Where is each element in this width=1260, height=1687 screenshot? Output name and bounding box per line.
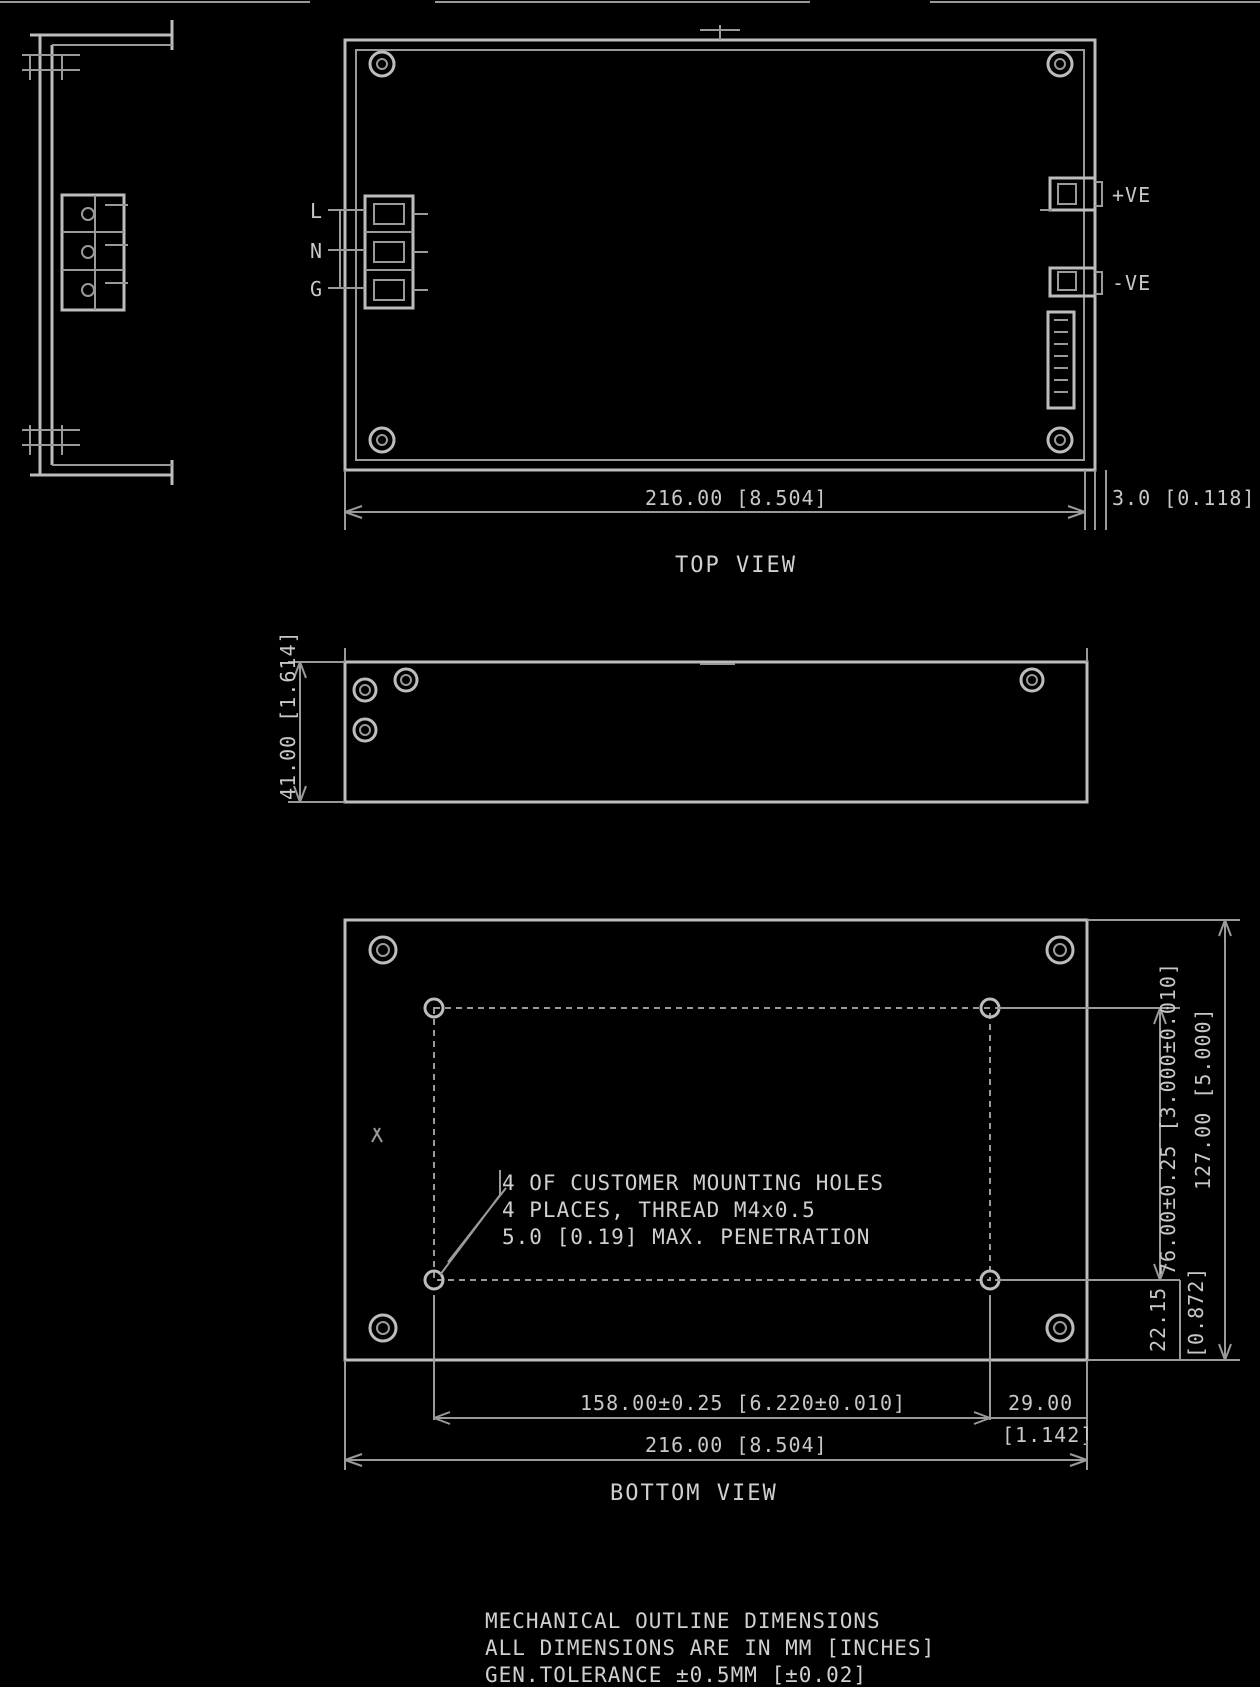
bottom-width-dimension: 216.00 [8.504] — [344, 1360, 1088, 1470]
output-label-pos: +VE — [1112, 183, 1151, 207]
top-view-holes — [368, 50, 1074, 454]
output-connectors: +VE -VE — [1040, 176, 1151, 410]
small-dim-in-text: [0.872] — [1184, 1267, 1208, 1358]
terminal-label-n: N — [310, 239, 323, 263]
terminal-label-l: L — [310, 199, 323, 223]
bottom-height-dimension: 127.00 [5.000] — [1087, 919, 1240, 1361]
customer-mounting-holes — [423, 997, 1001, 1420]
note-line-3: GEN.TOLERANCE ±0.5MM [±0.02] — [485, 1663, 867, 1687]
input-terminal-block: L N G — [310, 194, 428, 310]
bottom-corner-holes — [368, 935, 1075, 1343]
offset-dim-text: 29.00 — [1008, 1391, 1073, 1415]
offset-dimension: 29.00 [1.142] — [990, 1360, 1093, 1447]
small-dim-text: 22.15 — [1146, 1287, 1170, 1352]
bottom-height-dim-text: 127.00 [5.000] — [1191, 1007, 1215, 1190]
top-width-dimension: 216.00 [8.504] — [344, 470, 1086, 530]
small-vert-dimension: 22.15 [0.872] — [1146, 1267, 1208, 1360]
top-side-dim-text: 3.0 [0.118] — [1112, 486, 1255, 510]
top-view-label: TOP VIEW — [675, 553, 797, 578]
bottom-view: 4 OF CUSTOMER MOUNTING HOLES 4 PLACES, T… — [343, 918, 1240, 1506]
top-view: L N G +VE -VE 216.00 [8.504] 3.0 [0.118] — [310, 25, 1255, 578]
side-view: 41.00 [1.614] — [276, 630, 1089, 804]
hole-spacing-dimension: 158.00±0.25 [6.220±0.010] — [433, 1391, 991, 1425]
note-line-1: MECHANICAL OUTLINE DIMENSIONS — [485, 1609, 881, 1633]
note-line-2: ALL DIMENSIONS ARE IN MM [INCHES] — [485, 1636, 935, 1660]
side-height-dim-text: 41.00 [1.614] — [276, 630, 300, 800]
top-view-outline — [343, 38, 1097, 472]
offset-dim-in-text: [1.142] — [1002, 1423, 1093, 1447]
terminal-label-g: G — [310, 277, 323, 301]
bottom-view-outline — [343, 918, 1089, 1362]
general-notes: MECHANICAL OUTLINE DIMENSIONS ALL DIMENS… — [485, 1609, 935, 1687]
bottom-view-label: BOTTOM VIEW — [610, 1481, 778, 1506]
top-width-dim-text: 216.00 [8.504] — [645, 486, 828, 510]
top-side-dimension: 3.0 [0.118] — [1094, 470, 1255, 530]
vert-hole-dim-text: 76.00±0.25 [3.000±0.010] — [1156, 962, 1180, 1275]
vert-hole-dimension: 76.00±0.25 [3.000±0.010] — [995, 962, 1180, 1281]
hole-spacing-dim-text: 158.00±0.25 [6.220±0.010] — [580, 1391, 906, 1415]
hole-note-line-2: 4 PLACES, THREAD M4x0.5 — [502, 1198, 816, 1222]
side-view-outline — [343, 660, 1089, 804]
hole-note-line-3: 5.0 [0.19] MAX. PENETRATION — [502, 1225, 870, 1249]
hole-note-line-1: 4 OF CUSTOMER MOUNTING HOLES — [502, 1171, 884, 1195]
output-label-neg: -VE — [1112, 271, 1151, 295]
bottom-width-dim-text: 216.00 [8.504] — [645, 1433, 828, 1457]
end-view — [22, 20, 174, 485]
